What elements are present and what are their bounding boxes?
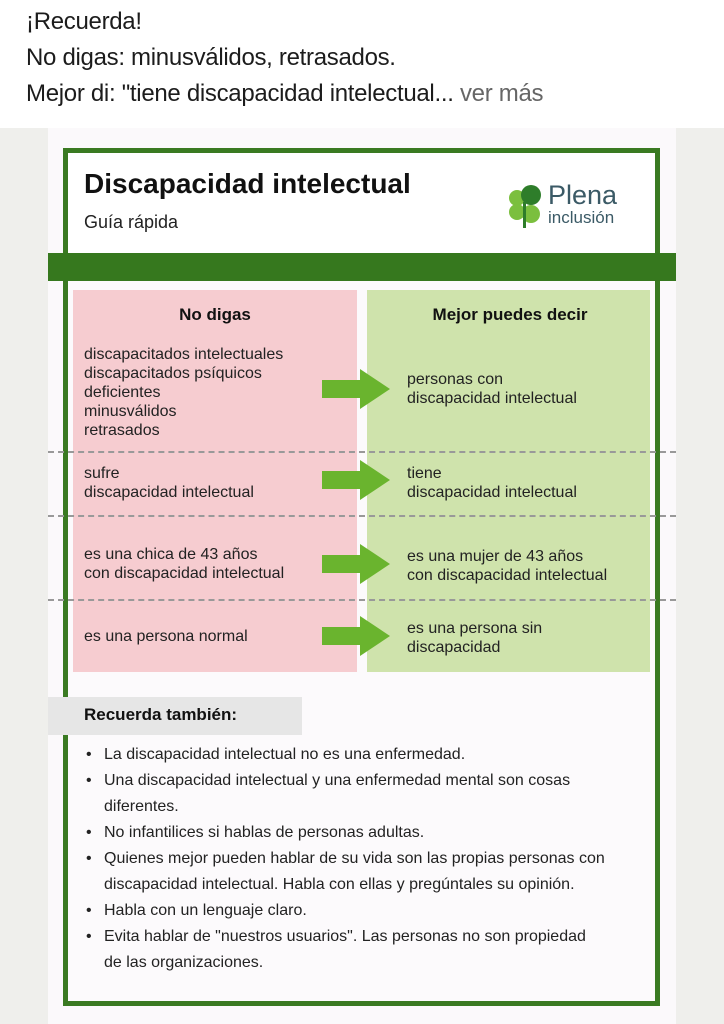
clover-icon (509, 185, 541, 228)
row-yes: es una persona sin discapacidad (407, 620, 543, 656)
arrow-right-icon (322, 460, 390, 500)
arrow-right-icon (322, 616, 390, 656)
list-item: Habla con un lenguaje claro. (86, 898, 646, 924)
post-text: ¡Recuerda! No digas: minusválidos, retra… (26, 4, 544, 112)
green-band (48, 253, 676, 281)
mejor-decir-column (367, 290, 650, 672)
see-more-link[interactable]: ver más (459, 80, 544, 107)
row-yes: tiene discapacidad intelectual (407, 465, 577, 501)
recuerda-list: La discapacidad intelectual no es una en… (86, 742, 646, 976)
arrow-right-icon (322, 544, 390, 584)
row-no: discapacitados intelectuales discapacita… (84, 346, 284, 439)
post-line: Mejor di: "tiene discapacidad intelectua… (26, 80, 544, 107)
row-yes: personas con discapacidad intelectual (407, 371, 577, 407)
recuerda-title: Recuerda también: (84, 705, 238, 724)
arrow-right-icon (322, 369, 390, 409)
list-item: Quienes mejor pueden hablar de su vida s… (86, 846, 631, 898)
plena-inclusion-logo: Plena inclusión (506, 180, 636, 230)
mejor-decir-heading: Mejor puedes decir (432, 305, 588, 324)
row-no: es una persona normal (84, 628, 248, 645)
list-item: Una discapacidad intelectual y una enfer… (86, 768, 596, 820)
post-line: No digas: minusválidos, retrasados. (26, 44, 396, 71)
card-subtitle: Guía rápida (84, 212, 179, 232)
no-digas-heading: No digas (179, 305, 251, 324)
card-title: Discapacidad intelectual (84, 168, 411, 199)
row-yes: es una mujer de 43 años con discapacidad… (407, 548, 608, 584)
list-item: Evita hablar de "nuestros usuarios". Las… (86, 924, 586, 976)
recuerda-header-box (48, 697, 302, 735)
list-item: La discapacidad intelectual no es una en… (86, 742, 646, 768)
no-digas-column (73, 290, 357, 672)
row-no: es una chica de 43 años con discapacidad… (84, 546, 285, 582)
post-line: ¡Recuerda! (26, 8, 142, 35)
row-no: sufre discapacidad intelectual (84, 465, 254, 501)
list-item: No infantilices si hablas de personas ad… (86, 820, 646, 846)
